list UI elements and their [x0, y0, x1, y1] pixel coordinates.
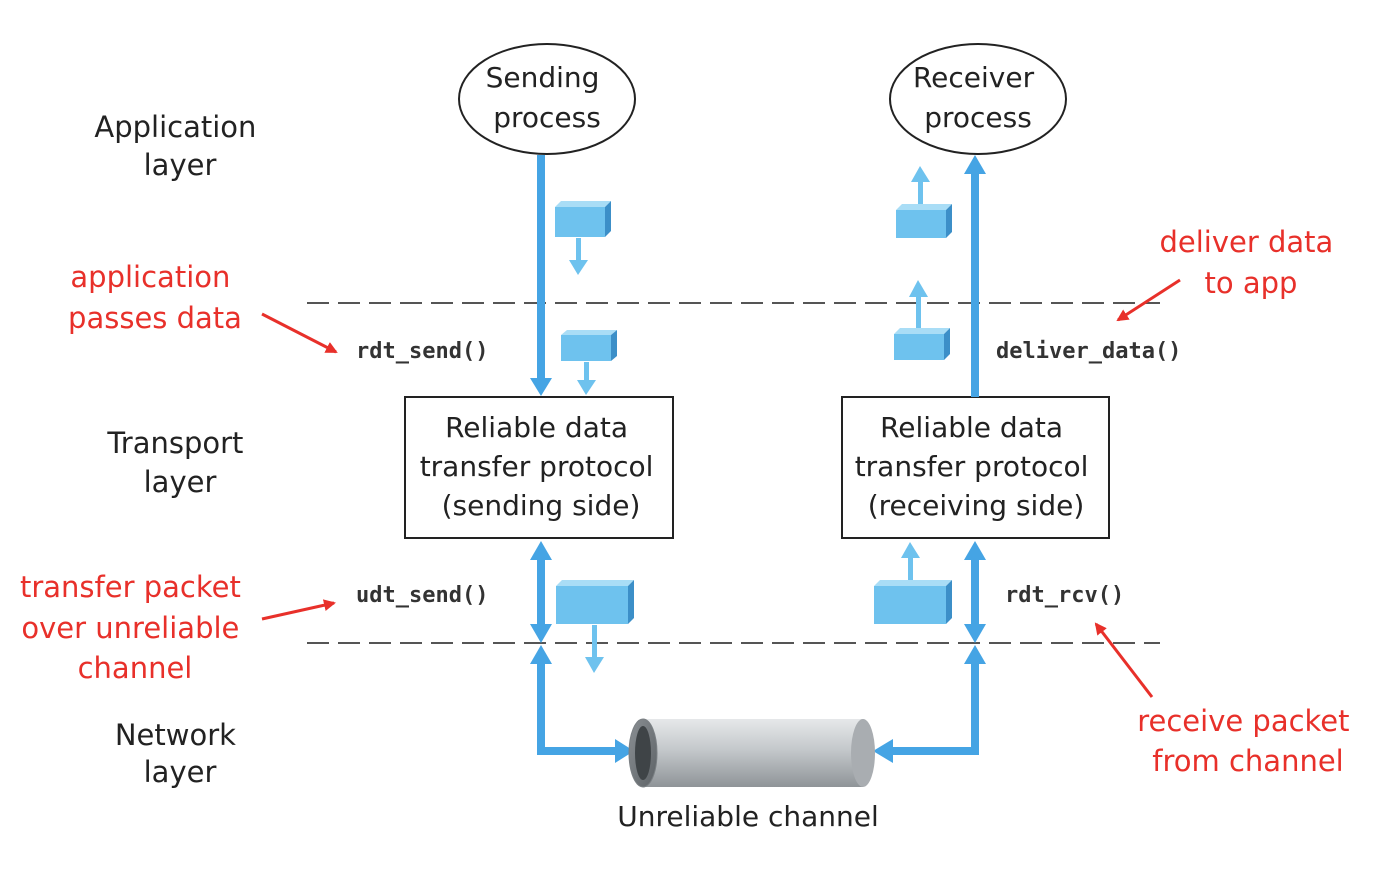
sender-udt-bidirectional-arrow [530, 541, 552, 643]
application-layer-label: Application layer [94, 110, 265, 182]
svg-text:Reliable data transfer p: Reliable data transfer protocol (sending… [420, 411, 663, 522]
svg-text:Sending process: Sending process [486, 61, 609, 134]
sender-packet-2 [561, 330, 617, 395]
annotation-receive-packet: receive packet from channel [1137, 704, 1359, 778]
annotation-arrow-transfer [261, 599, 336, 621]
receiver-channel-arrow [873, 645, 986, 763]
annotation-deliver-data: deliver data to app [1159, 225, 1342, 300]
rdt-send-label: rdt_send() [356, 339, 488, 364]
rdt-rcv-label: rdt_rcv() [1005, 583, 1124, 608]
receiver-up-arrow [964, 155, 986, 397]
annotation-application-passes-data: application passes data [68, 260, 242, 335]
receiver-rcv-bidirectional-arrow [964, 541, 986, 643]
sending-process: Sending process [458, 43, 636, 155]
receiver-packet-1 [896, 166, 952, 238]
receiving-protocol-box: Reliable data transfer protocol (receivi… [841, 396, 1110, 539]
sender-channel-arrow [530, 645, 634, 763]
receiver-packet-3 [874, 542, 952, 624]
sender-down-arrow [530, 155, 552, 396]
sending-protocol-box: Reliable data transfer protocol (sending… [404, 396, 674, 539]
annotation-transfer-packet: transfer packet over unreliable channel [20, 570, 250, 685]
sender-packet-3 [556, 580, 634, 673]
transport-layer-label: Transport layer [106, 426, 252, 499]
receiver-packet-2 [894, 280, 950, 360]
unreliable-channel-cylinder [628, 718, 875, 788]
annotation-arrow-receive [1094, 622, 1154, 698]
network-layer-label: Network layer [115, 718, 245, 789]
deliver-data-label: deliver_data() [996, 339, 1181, 364]
annotation-arrow-deliver [1116, 278, 1181, 322]
udt-send-label: udt_send() [356, 583, 488, 608]
annotation-arrow-app-passes [261, 312, 338, 354]
svg-text:Reliable data transfer p: Reliable data transfer protocol (receivi… [855, 411, 1098, 522]
svg-text:Receiver process: Receiver process [913, 61, 1043, 134]
unreliable-channel-label: Unreliable channel [617, 800, 879, 833]
sender-packet-1 [555, 201, 611, 275]
receiver-process: Receiver process [889, 43, 1067, 155]
